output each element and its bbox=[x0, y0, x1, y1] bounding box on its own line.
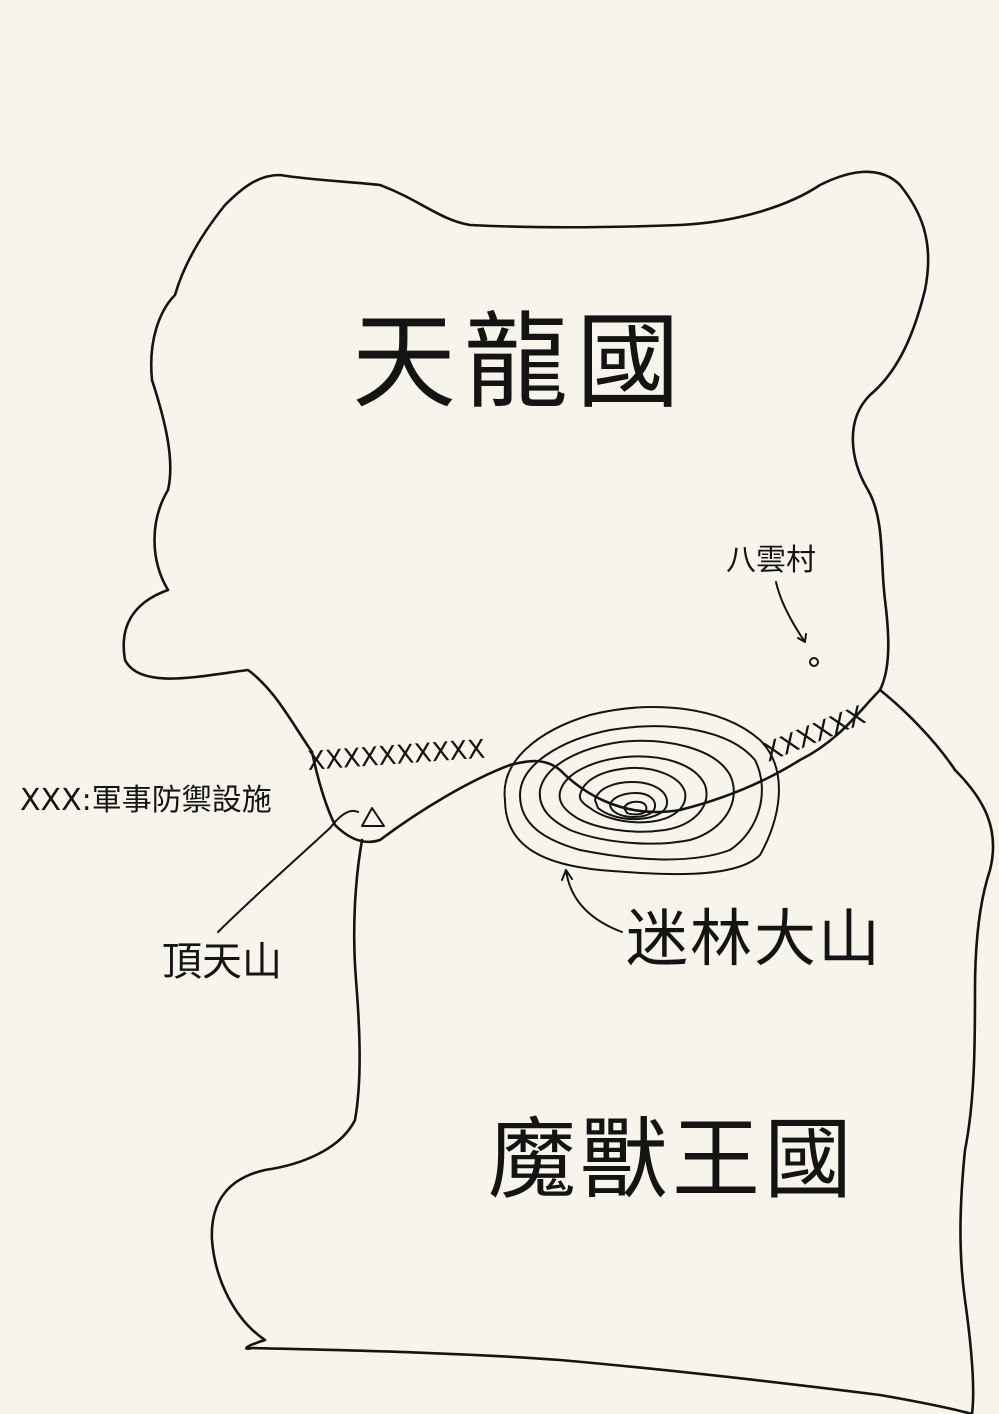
triangle-icon bbox=[361, 807, 385, 827]
south-kingdom-label: 魔獸王國 bbox=[488, 1108, 856, 1211]
peak-label: 頂天山 bbox=[162, 939, 282, 985]
circle-icon bbox=[809, 657, 819, 667]
mountain-label: 迷林大山 bbox=[626, 902, 882, 975]
south-kingdom-west-border bbox=[210, 838, 974, 1414]
legend-fortification: XXX:軍事防禦設施 bbox=[20, 783, 272, 818]
village-label: 八雲村 bbox=[726, 543, 816, 578]
south-kingdom-border bbox=[878, 688, 995, 1414]
village-arrow bbox=[775, 581, 807, 643]
fortification-marks-east: XXXXXX bbox=[759, 701, 869, 769]
fortification-marks-west: XXXXXXXXXX bbox=[306, 735, 486, 777]
north-kingdom-label: 天龍國 bbox=[352, 301, 688, 423]
kingdom-border-line bbox=[310, 688, 882, 844]
mountain-arrow bbox=[561, 869, 623, 933]
mountain-contours bbox=[503, 706, 780, 876]
north-kingdom-border bbox=[122, 170, 930, 754]
peak-arrow bbox=[217, 809, 359, 933]
